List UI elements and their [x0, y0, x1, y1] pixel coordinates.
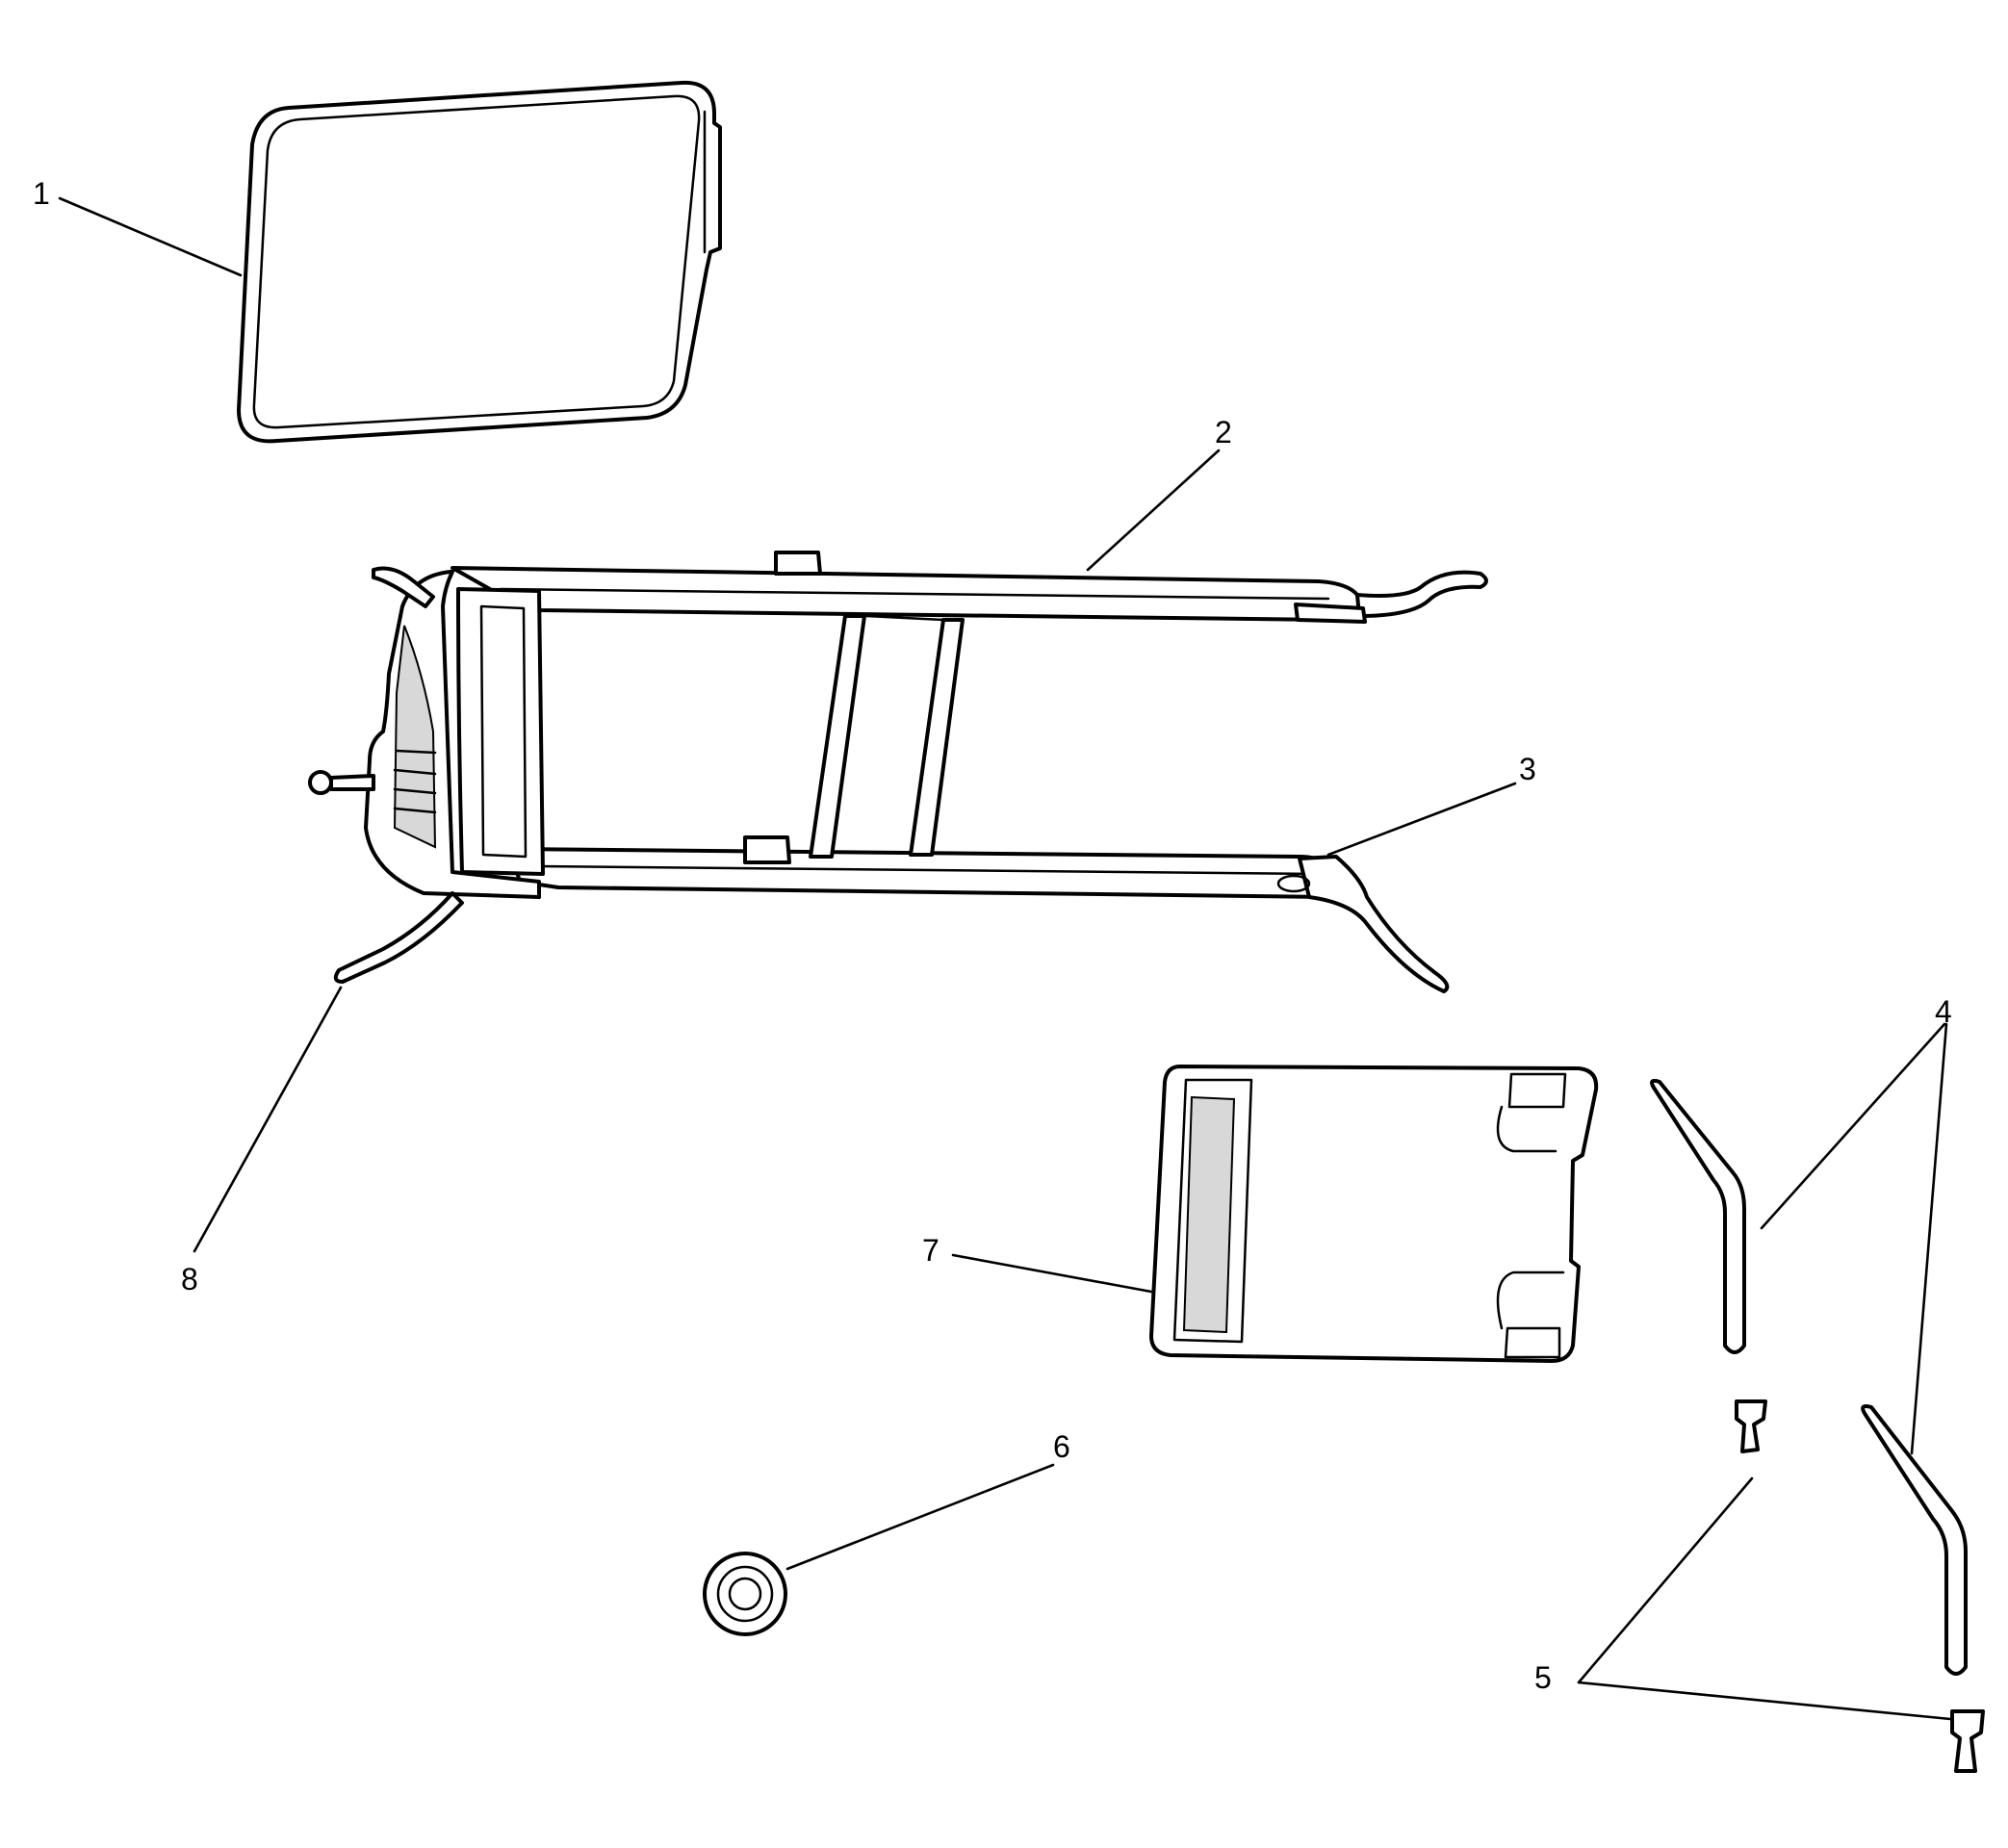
leader-1 — [58, 196, 243, 277]
leader-7 — [951, 1253, 1153, 1294]
callout-1: 1 — [33, 176, 50, 211]
callout-5: 5 — [1534, 1660, 1552, 1695]
part-7-tray — [1149, 1065, 1599, 1363]
callout-3: 3 — [1519, 752, 1536, 786]
leader-5b — [1577, 1681, 1952, 1721]
leader-6 — [785, 1463, 1055, 1571]
callout-4: 4 — [1935, 994, 1952, 1029]
leader-4b — [1910, 1022, 1948, 1455]
leader-lines — [58, 196, 1952, 1721]
leader-4a — [1760, 1022, 1946, 1230]
callout-6: 6 — [1053, 1429, 1070, 1464]
leader-2 — [1086, 449, 1221, 572]
callout-7: 7 — [922, 1233, 940, 1268]
part-2-3-frame — [308, 551, 1488, 993]
part-1-cover — [237, 80, 722, 444]
callout-labels: 1 2 3 4 5 6 7 8 — [33, 176, 1952, 1695]
part-4-rods — [1650, 1078, 1968, 1676]
leader-5a — [1577, 1476, 1754, 1684]
part-6-grommet — [703, 1552, 787, 1636]
leader-8 — [193, 986, 343, 1253]
callout-2: 2 — [1215, 415, 1232, 449]
part-5-fasteners — [1735, 1399, 1985, 1773]
leader-3 — [1326, 782, 1517, 857]
callout-8: 8 — [181, 1262, 198, 1296]
